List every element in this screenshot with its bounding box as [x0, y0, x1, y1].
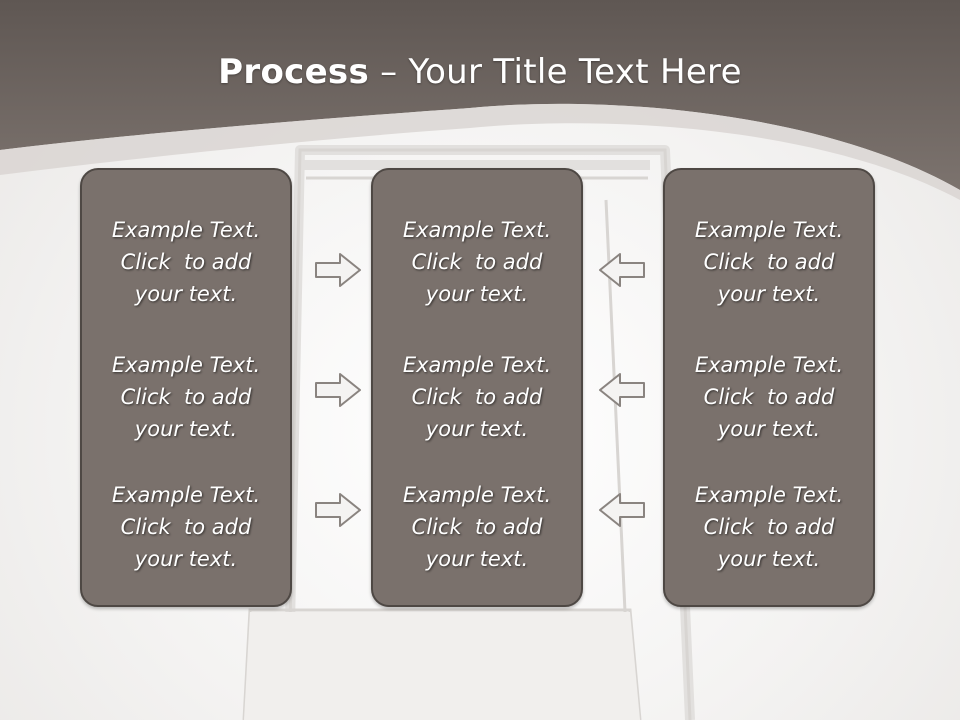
- text-line: Click to add: [411, 250, 543, 274]
- text-block[interactable]: Example Text. Click to add your text.: [82, 349, 290, 445]
- text-block[interactable]: Example Text. Click to add your text.: [82, 479, 290, 575]
- text-line: Example Text.: [402, 218, 552, 242]
- text-panel-right[interactable]: Example Text. Click to add your text. Ex…: [663, 168, 875, 607]
- page-title: Process – Your Title Text Here: [0, 52, 960, 92]
- text-block[interactable]: Example Text. Click to add your text.: [373, 214, 581, 310]
- text-panel-left[interactable]: Example Text. Click to add your text. Ex…: [80, 168, 292, 607]
- text-line: Click to add: [411, 515, 543, 539]
- text-line: Click to add: [703, 385, 835, 409]
- right-arrow-icon: [315, 253, 361, 287]
- text-line: your text.: [425, 282, 529, 306]
- header-band: [0, 0, 960, 200]
- text-line: your text.: [717, 417, 821, 441]
- text-line: your text.: [717, 282, 821, 306]
- text-line: Click to add: [703, 250, 835, 274]
- text-panel-center[interactable]: Example Text. Click to add your text. Ex…: [371, 168, 583, 607]
- text-block[interactable]: Example Text. Click to add your text.: [665, 349, 873, 445]
- text-line: Click to add: [703, 515, 835, 539]
- title-rest: – Your Title Text Here: [369, 52, 742, 92]
- text-block[interactable]: Example Text. Click to add your text.: [373, 349, 581, 445]
- text-line: Click to add: [411, 385, 543, 409]
- text-line: Click to add: [120, 250, 252, 274]
- text-line: your text.: [425, 417, 529, 441]
- title-bold: Process: [218, 52, 370, 92]
- text-line: your text.: [134, 282, 238, 306]
- text-line: your text.: [717, 547, 821, 571]
- text-line: Example Text.: [694, 353, 844, 377]
- left-arrow-icon: [599, 253, 645, 287]
- text-line: Example Text.: [694, 483, 844, 507]
- text-line: Example Text.: [402, 483, 552, 507]
- text-line: Example Text.: [694, 218, 844, 242]
- right-arrow-icon: [315, 493, 361, 527]
- text-line: Example Text.: [111, 483, 261, 507]
- text-block[interactable]: Example Text. Click to add your text.: [665, 214, 873, 310]
- text-line: Example Text.: [402, 353, 552, 377]
- text-line: your text.: [134, 417, 238, 441]
- text-block[interactable]: Example Text. Click to add your text.: [373, 479, 581, 575]
- right-arrow-icon: [315, 373, 361, 407]
- text-block[interactable]: Example Text. Click to add your text.: [82, 214, 290, 310]
- text-line: Example Text.: [111, 218, 261, 242]
- text-line: Click to add: [120, 385, 252, 409]
- left-arrow-icon: [599, 373, 645, 407]
- text-line: your text.: [425, 547, 529, 571]
- text-line: your text.: [134, 547, 238, 571]
- text-block[interactable]: Example Text. Click to add your text.: [665, 479, 873, 575]
- left-arrow-icon: [599, 493, 645, 527]
- text-line: Example Text.: [111, 353, 261, 377]
- text-line: Click to add: [120, 515, 252, 539]
